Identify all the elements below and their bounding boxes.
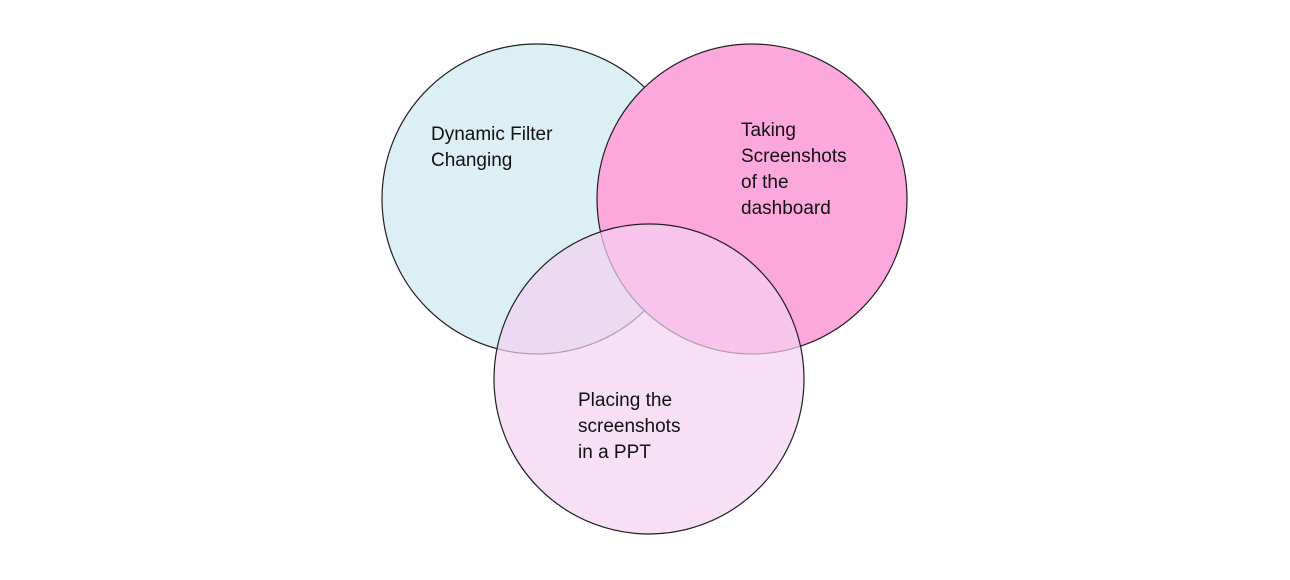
label-dynamic-filter: Dynamic Filter Changing — [431, 124, 558, 171]
label-line: dashboard — [741, 198, 831, 219]
label-taking-screenshots: Taking Screenshots of the dashboard — [741, 120, 852, 219]
label-line: Screenshots — [741, 146, 847, 167]
label-line: Taking — [741, 120, 796, 141]
label-line: in a PPT — [578, 442, 651, 463]
svg-text:Taking Screenshots: Taking Screenshots of the dashboard — [741, 120, 852, 219]
label-line: screenshots — [578, 416, 680, 437]
svg-text:Dynamic Filter Changing: Dynamic Filter Changing — [431, 124, 558, 171]
label-placing-screenshots: Placing the screenshots in a PPT — [578, 390, 686, 463]
label-line: Dynamic Filter — [431, 124, 553, 145]
label-line: Changing — [431, 150, 512, 171]
label-line: Placing the — [578, 390, 672, 411]
circle-placing-screenshots — [493, 223, 805, 535]
svg-text:Placing the screenshots: Placing the screenshots in a PPT — [578, 390, 686, 463]
label-line: of the — [741, 172, 789, 193]
